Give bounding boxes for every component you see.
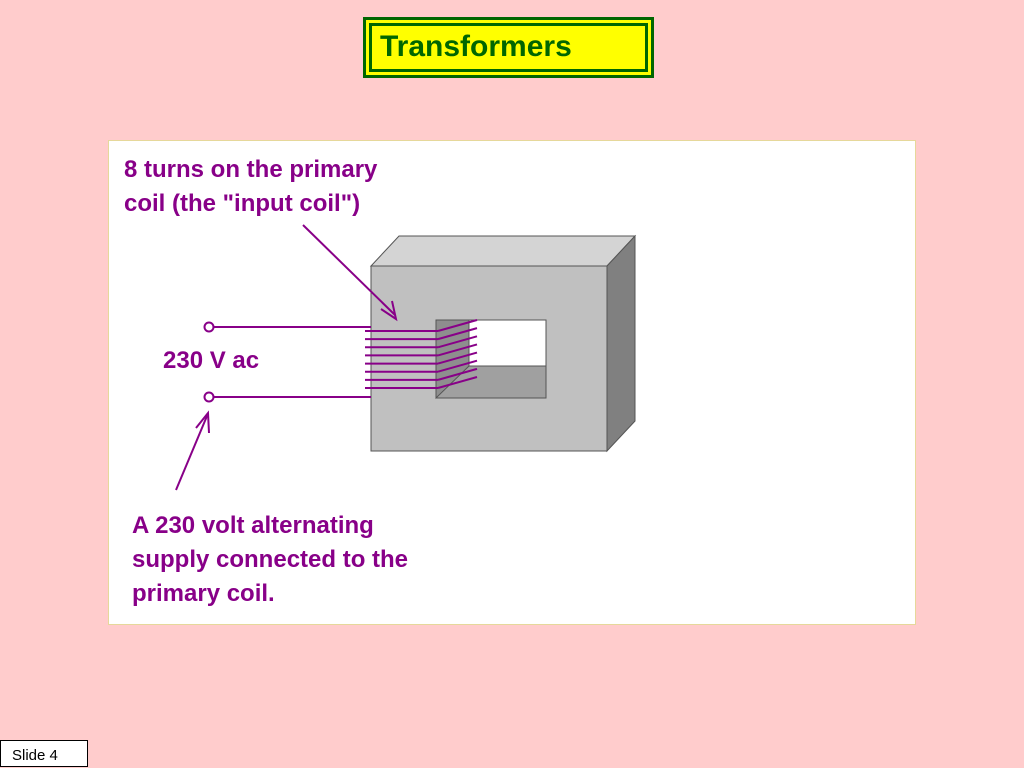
- top-terminal: [203, 321, 215, 333]
- primary-coil-label-line-1: 8 turns on the primary: [124, 156, 378, 183]
- primary-arrow: [302, 224, 396, 316]
- primary-coil: [365, 319, 478, 389]
- coil-turn-diagonal: [437, 327, 478, 341]
- primary-coil-label-line-2: coil (the "input coil"): [124, 190, 361, 217]
- primary-arrow-head: [380, 300, 398, 322]
- coil-turn: [365, 319, 478, 332]
- diagram-panel: 8 turns on the primary coil (the "input …: [108, 140, 916, 625]
- coil-turn-diagonal: [437, 335, 478, 349]
- voltage-label: 230 V ac: [163, 347, 260, 374]
- coil-turn: [365, 327, 478, 341]
- transformer-diagram: [175, 224, 637, 491]
- primary-coil-label: 8 turns on the primary coil (the "input …: [124, 153, 377, 221]
- supply-label: A 230 volt alternating supply connected …: [132, 509, 408, 611]
- bottom-terminal: [203, 391, 215, 403]
- coil-turn-diagonal: [437, 343, 478, 357]
- slide-number: Slide 4: [0, 740, 88, 767]
- core-top-face: [369, 235, 637, 267]
- coil-turn-diagonal: [437, 319, 478, 332]
- coil-turn: [365, 343, 478, 357]
- supply-label-line-3: primary coil.: [132, 580, 275, 607]
- coil-turn: [365, 376, 478, 389]
- coil-turn-diagonal: [437, 367, 478, 381]
- core-side-face: [606, 234, 636, 453]
- coil-turn: [365, 335, 478, 349]
- slide-title: Transformers: [380, 30, 572, 63]
- supply-arrow-head: [195, 410, 210, 434]
- supply-arrow: [175, 415, 208, 491]
- supply-label-line-2: supply connected to the: [132, 546, 409, 573]
- coil-turn-diagonal: [437, 359, 478, 373]
- coil-turn-diagonal: [437, 351, 478, 365]
- supply-label-line-1: A 230 volt alternating: [132, 512, 374, 539]
- coil-turn: [365, 359, 478, 373]
- coil-turn: [365, 351, 478, 365]
- coil-turn: [365, 367, 478, 381]
- title-box: Transformers: [363, 17, 654, 78]
- coil-turn-diagonal: [437, 376, 478, 389]
